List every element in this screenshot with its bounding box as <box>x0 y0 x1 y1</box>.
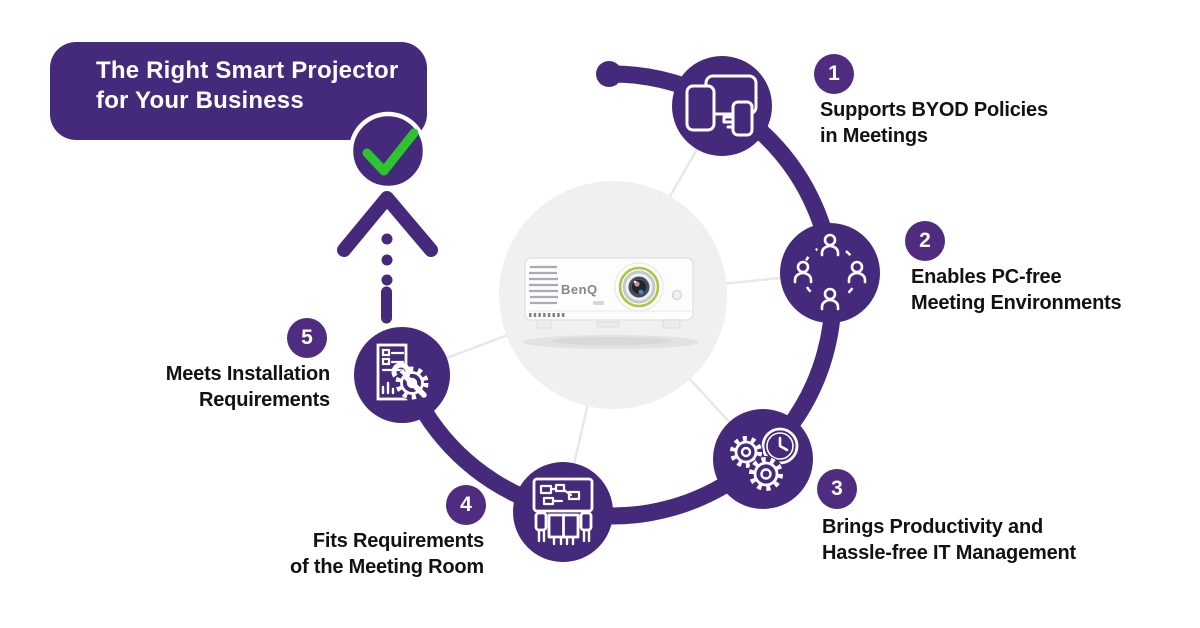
checkmark-circle <box>348 111 428 191</box>
gear-large-icon <box>748 456 784 492</box>
arc-start-dot <box>596 61 622 87</box>
step-node-1 <box>672 56 772 156</box>
projector-lens <box>614 262 664 312</box>
step-label-3-line1: Brings Productivity and <box>822 516 1043 538</box>
step-node-3 <box>713 409 813 509</box>
chevron-up-icon <box>337 191 438 257</box>
step-badge-5: 5 <box>287 318 327 358</box>
step-node-4 <box>513 462 613 562</box>
server-tools-icon <box>376 343 429 401</box>
check-icon <box>362 128 419 176</box>
step-node-5 <box>354 327 450 423</box>
title-banner: The Right Smart Projector for Your Busin… <box>50 42 427 140</box>
projector-image: BenQ <box>523 257 699 349</box>
wrench-icon <box>391 362 427 398</box>
step-label-4: Fits Requirements of the Meeting Room <box>290 528 484 580</box>
projector-sensor <box>671 289 683 301</box>
projector-brand-logo: BenQ <box>561 282 598 297</box>
step-label-2: Enables PC-free Meeting Environments <box>911 264 1122 316</box>
step-badge-4: 4 <box>446 485 486 525</box>
projector-feet <box>536 319 681 329</box>
step-badge-2: 2 <box>905 221 945 261</box>
step-badge-3: 3 <box>817 469 857 509</box>
step-label-1-line1: Supports BYOD Policies <box>820 99 1048 121</box>
step-label-4-line1: Fits Requirements <box>312 530 484 552</box>
step-label-3-line2: Hassle-free IT Management <box>822 542 1076 564</box>
step-label-2-line1: Enables PC-free <box>911 266 1062 288</box>
step-label-5-line1: Meets Installation <box>165 363 330 385</box>
step-badge-1: 1 <box>814 54 854 94</box>
result-arrow <box>337 191 438 324</box>
step-label-5-line2: Requirements <box>199 389 330 411</box>
meeting-room-icon <box>532 477 594 546</box>
step-label-2-line2: Meeting Environments <box>911 292 1122 314</box>
title-line-1: The Right Smart Projector <box>96 57 399 84</box>
step-label-5: Meets Installation Requirements <box>166 361 330 413</box>
devices-icon <box>685 74 758 137</box>
title-line-2: for Your Business <box>96 87 304 114</box>
projector-vents <box>529 265 558 305</box>
step-label-1: Supports BYOD Policies in Meetings <box>820 97 1048 149</box>
step-node-2 <box>780 223 880 323</box>
people-network-icon <box>790 233 870 313</box>
step-label-1-line2: in Meetings <box>820 125 928 147</box>
gears-clock-icon <box>729 427 799 492</box>
step-label-4-line2: of the Meeting Room <box>290 556 484 578</box>
step-label-3: Brings Productivity and Hassle-free IT M… <box>822 514 1076 566</box>
